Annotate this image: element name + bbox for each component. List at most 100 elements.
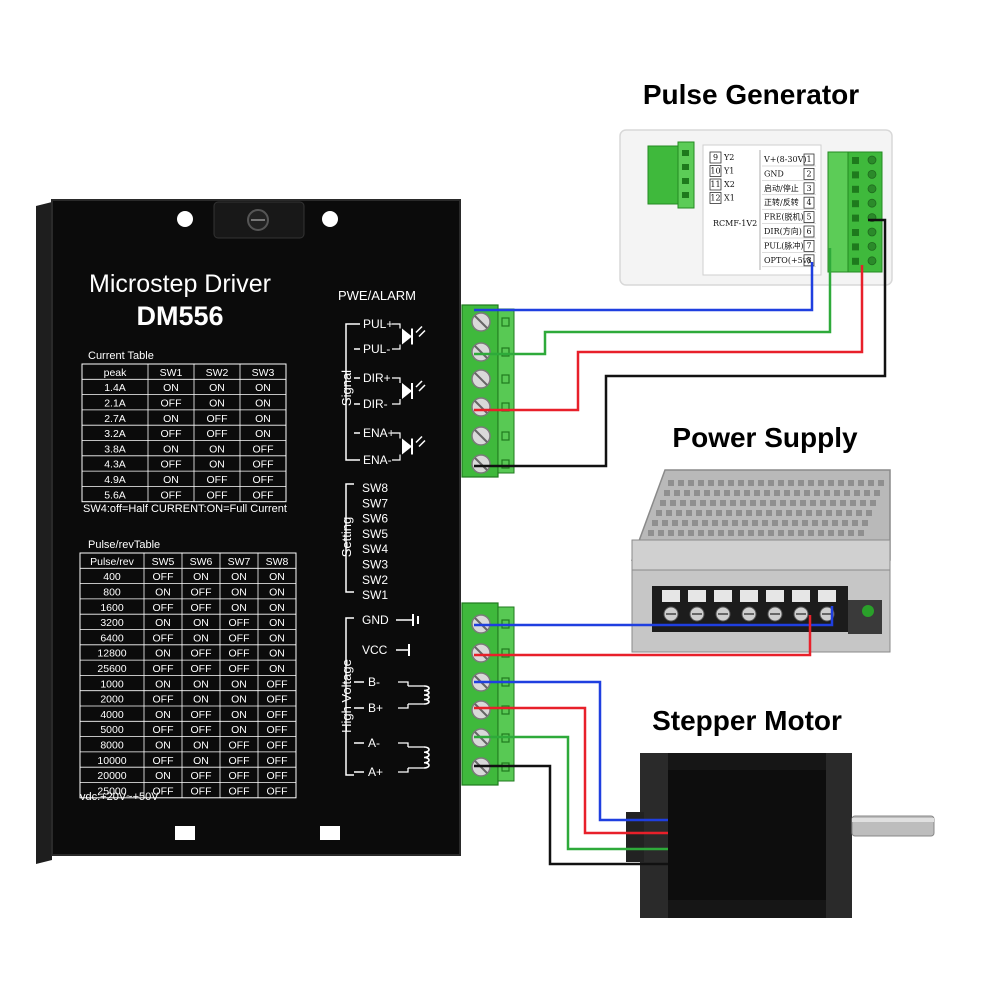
ground-symbol-icon <box>396 614 419 626</box>
table-cell: 10000 <box>97 755 126 767</box>
pg-pin-name: PUL(脉冲) <box>764 240 804 250</box>
high-voltage-pin-label: B- <box>368 675 380 689</box>
high-voltage-pin-label: B+ <box>368 701 383 715</box>
stepper-motor <box>626 753 935 918</box>
stepper-motor-heading: Stepper Motor <box>652 705 842 736</box>
setting-switch-label: SW4 <box>362 542 388 556</box>
optocoupler-icon <box>402 380 426 399</box>
table-cell: OFF <box>153 755 174 767</box>
table-cell: SW1 <box>160 367 183 379</box>
table-cell: ON <box>269 587 285 599</box>
setting-switch-label: SW1 <box>362 588 388 602</box>
table-cell: ON <box>155 617 171 629</box>
table-cell: ON <box>269 648 285 660</box>
setting-switch-label: SW8 <box>362 481 388 495</box>
table-cell: SW2 <box>206 367 229 379</box>
table-cell: ON <box>209 398 225 410</box>
wire <box>474 218 887 468</box>
table-cell: 2.1A <box>104 398 126 410</box>
table-cell: 1600 <box>100 602 124 614</box>
table-cell: ON <box>193 617 209 629</box>
table-cell: 25000 <box>97 785 126 797</box>
wire <box>474 262 814 312</box>
table-cell: 2.7A <box>104 413 126 425</box>
table-cell: SW5 <box>152 556 175 568</box>
current-table-note: SW4:off=Half CURRENT:ON=Full Current <box>83 503 287 515</box>
high-voltage-pin-label: A+ <box>368 765 383 779</box>
table-cell: 4.9A <box>104 474 126 486</box>
pg-pin-name: X2 <box>724 180 735 189</box>
motor-coil-icon <box>398 742 430 773</box>
table-cell: OFF <box>161 489 182 501</box>
psu-screw-icon <box>689 606 705 622</box>
terminal-screw-icon <box>471 369 491 389</box>
table-cell: OFF <box>207 428 228 440</box>
table-cell: OFF <box>153 785 174 797</box>
pg-pin-name: Y1 <box>723 167 734 176</box>
pg-pin-name: V+(8-30V) <box>763 155 806 164</box>
table-cell: peak <box>104 367 128 379</box>
pulse-generator-left-terminal <box>647 141 695 209</box>
table-cell: OFF <box>207 474 228 486</box>
table-cell: OFF <box>191 587 212 599</box>
terminal-screw-icon <box>471 700 491 720</box>
table-cell: ON <box>231 724 247 736</box>
signal-terminal-block <box>461 304 515 478</box>
table-cell: OFF <box>153 602 174 614</box>
table-cell: OFF <box>267 694 288 706</box>
pg-pin-number: 5 <box>806 213 811 222</box>
pg-pin-name: FRE(脱机) <box>764 212 804 222</box>
high-voltage-pin-label: VCC <box>362 643 388 657</box>
table-cell: ON <box>209 459 225 471</box>
table-cell: OFF <box>253 443 274 455</box>
setting-switch-label: SW5 <box>362 527 388 541</box>
table-cell: 6400 <box>100 632 124 644</box>
table-cell: 5000 <box>100 724 124 736</box>
table-cell: 2000 <box>100 694 124 706</box>
table-cell: ON <box>163 443 179 455</box>
pg-pin-number: 3 <box>806 184 811 193</box>
setting-switch-label: SW3 <box>362 558 388 572</box>
table-cell: ON <box>193 571 209 583</box>
table-cell: ON <box>193 755 209 767</box>
table-cell: OFF <box>161 398 182 410</box>
terminal-screw-icon <box>471 342 491 362</box>
table-cell: ON <box>193 632 209 644</box>
table-cell: ON <box>231 571 247 583</box>
table-cell: 1.4A <box>104 382 126 394</box>
table-cell: ON <box>269 617 285 629</box>
pg-pin-number: 12 <box>710 194 720 203</box>
table-cell: OFF <box>153 571 174 583</box>
table-cell: OFF <box>267 709 288 721</box>
table-cell: ON <box>269 602 285 614</box>
table-cell: 12800 <box>97 648 126 660</box>
table-cell: OFF <box>191 770 212 782</box>
table-cell: 20000 <box>97 770 126 782</box>
signal-pin-label: PUL- <box>363 342 390 356</box>
table-cell: OFF <box>229 755 250 767</box>
table-cell: OFF <box>161 428 182 440</box>
signal-pin-label: PUL+ <box>363 317 393 331</box>
psu-adjust-knob-icon <box>862 605 874 617</box>
pulse-generator-model: RCMF-1V2 <box>713 219 757 228</box>
signal-pin-label: DIR- <box>363 397 388 411</box>
table-cell: OFF <box>267 785 288 797</box>
psu-screw-icon <box>819 606 835 622</box>
pulse-table-caption: Pulse/revTable <box>88 539 160 551</box>
pg-pin-number: 6 <box>806 227 811 236</box>
table-cell: SW3 <box>252 367 275 379</box>
table-cell: SW7 <box>228 556 251 568</box>
wire <box>474 265 864 412</box>
wires <box>474 218 887 866</box>
psu-screw-icon <box>715 606 731 622</box>
table-cell: OFF <box>229 663 250 675</box>
pg-pin-name: GND <box>764 169 784 178</box>
table-cell: ON <box>155 740 171 752</box>
table-cell: ON <box>231 709 247 721</box>
pg-pin-name: 启动/停止 <box>764 183 799 193</box>
table-cell: ON <box>193 694 209 706</box>
setting-switch-label: SW7 <box>362 496 388 510</box>
table-cell: 1000 <box>100 678 124 690</box>
